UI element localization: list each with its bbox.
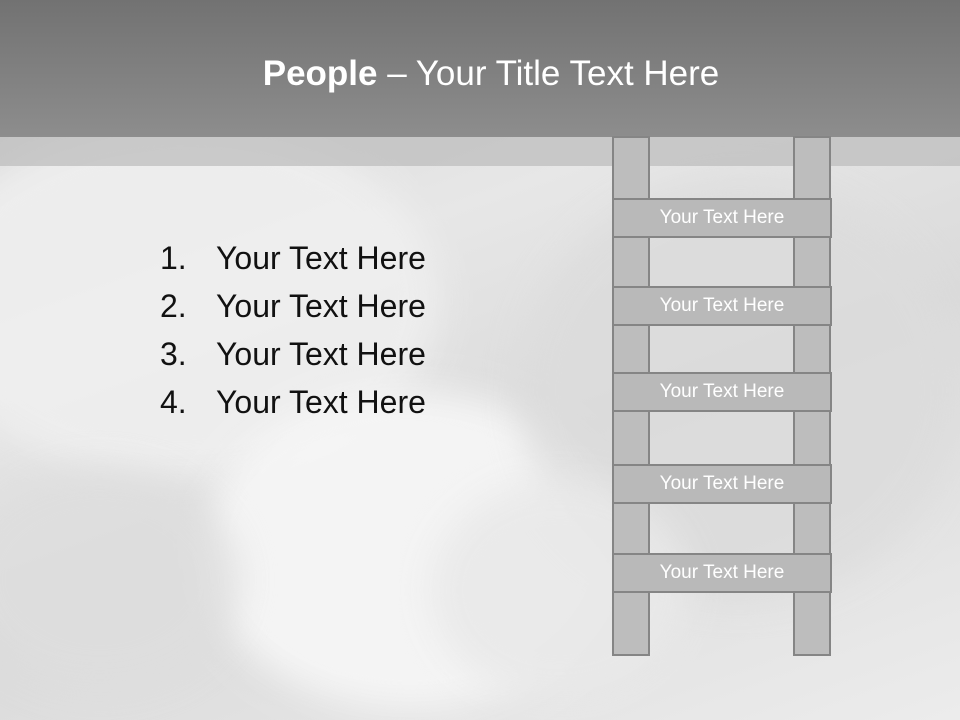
list-item-number: 3. — [160, 336, 187, 372]
list-item-text: Your Text Here — [216, 384, 426, 420]
ladder-rung-2: Your Text Here — [612, 286, 832, 326]
ladder-rung-5: Your Text Here — [612, 553, 832, 593]
list-item-number: 4. — [160, 384, 187, 420]
list-item-text: Your Text Here — [216, 240, 426, 276]
list-item: 1. Your Text Here — [160, 234, 426, 282]
list-item-number: 1. — [160, 240, 187, 276]
ladder-rung-3: Your Text Here — [612, 372, 832, 412]
numbered-list: 1. Your Text Here 2. Your Text Here 3. Your… — [160, 234, 426, 426]
ladder-rung-4: Your Text Here — [612, 464, 832, 504]
list-item: 3. Your Text Here — [160, 330, 426, 378]
slide-title-rest: – Your Title Text Here — [377, 54, 720, 93]
title-header-bar — [0, 0, 960, 137]
list-item: 2. Your Text Here — [160, 282, 426, 330]
list-item-text: Your Text Here — [216, 336, 426, 372]
list-item: 4. Your Text Here — [160, 378, 426, 426]
list-item-number: 2. — [160, 288, 187, 324]
slide-title-bold: People — [262, 54, 378, 93]
list-item-text: Your Text Here — [216, 288, 426, 324]
slide-title: People – Your Title Text Here — [0, 52, 960, 96]
background-photo-shadow — [0, 470, 240, 690]
ladder-rung-1: Your Text Here — [612, 198, 832, 238]
